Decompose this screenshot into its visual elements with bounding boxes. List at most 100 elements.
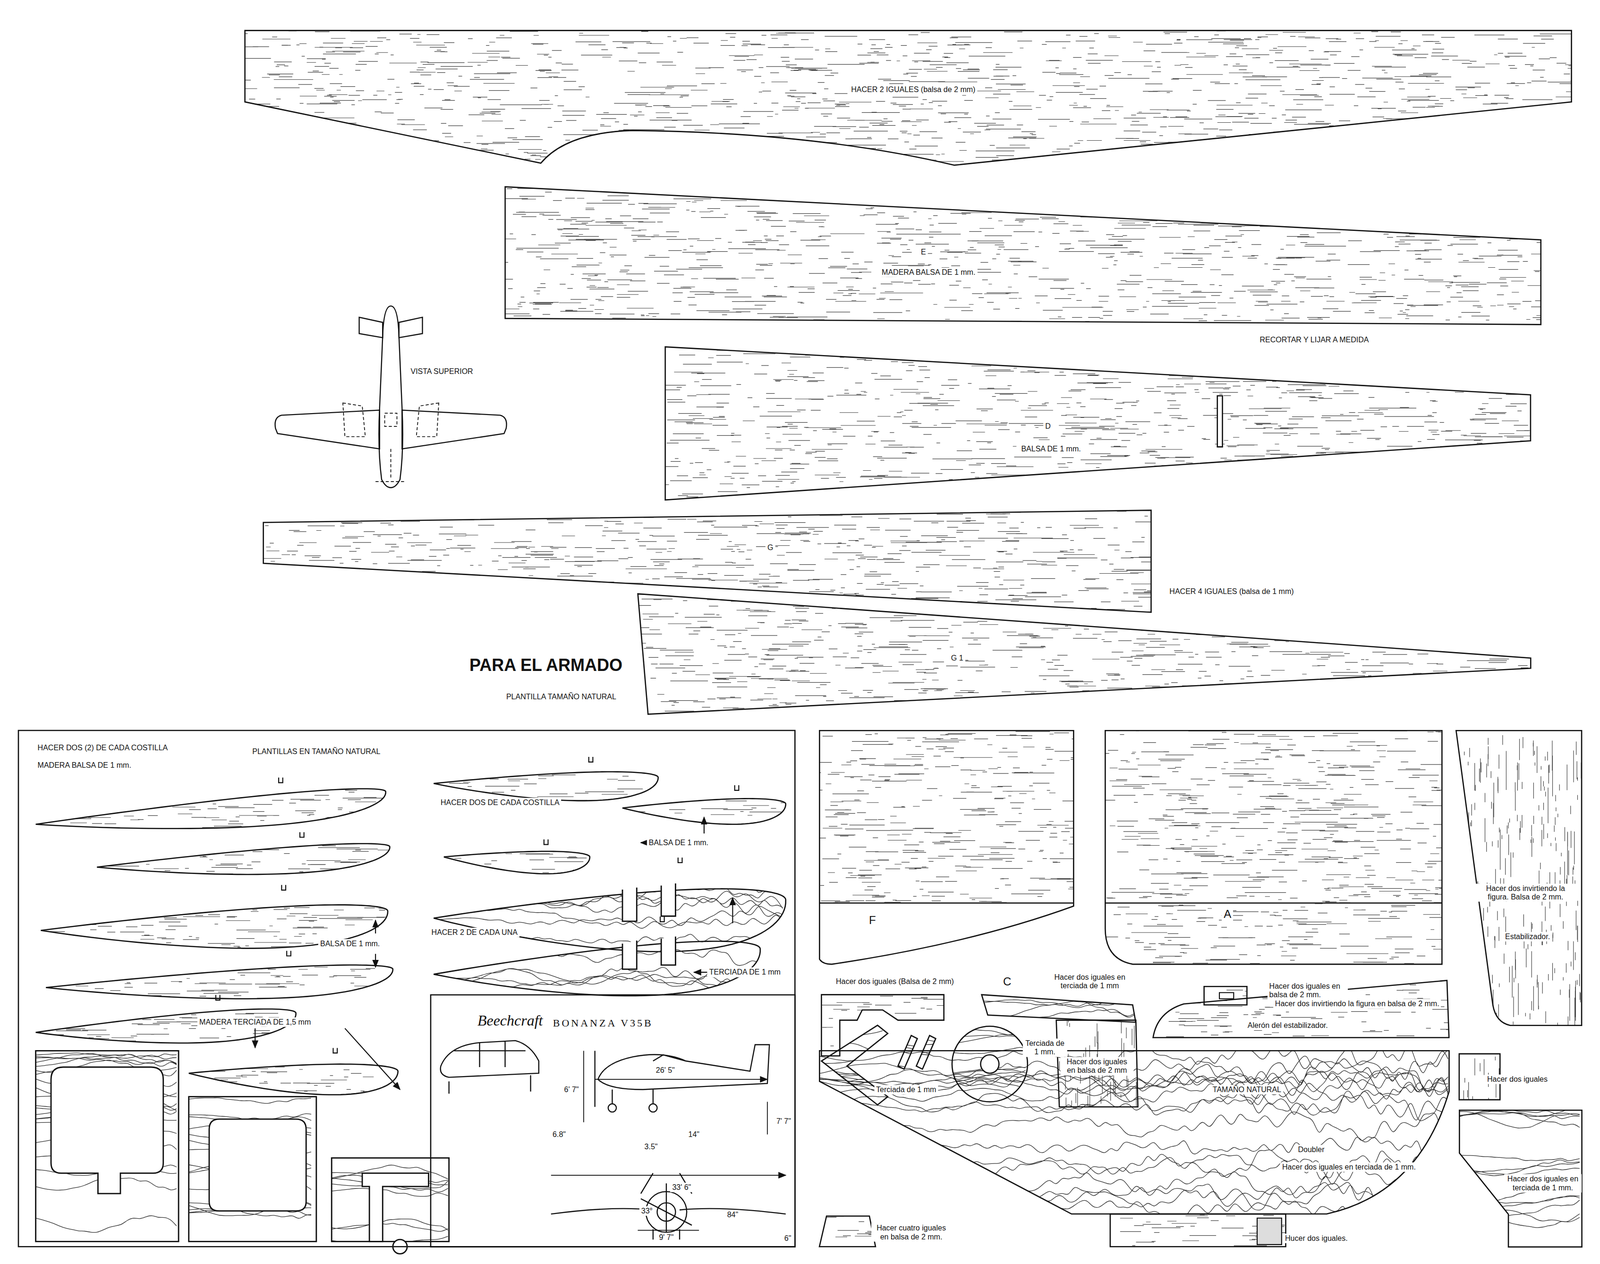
balsa-grain (1103, 728, 1468, 967)
plywood-grain (817, 1046, 1448, 1221)
part-label-wrap: HACER DOS (2) DE CADA COSTILLA (35, 743, 171, 753)
part-label: G (765, 543, 775, 553)
note-label: 84" (725, 1210, 741, 1220)
slot (1257, 1218, 1282, 1245)
plywood-grain (981, 998, 1135, 1019)
note-label: HACER 4 IGUALES (balsa de 1 mm) (1167, 587, 1296, 597)
balsa-grain (623, 779, 802, 834)
dimension-line (637, 1230, 699, 1232)
part-label: BALSA DE 1 mm. (1019, 444, 1083, 454)
note-label: 7' 7" (774, 1116, 793, 1126)
stabilizer: Hacer dos invirtiendo la figura. Balsa d… (1454, 728, 1584, 1028)
part-outline-frame (430, 995, 795, 1248)
note-label: Terciada de 1 mm. (1022, 1038, 1067, 1058)
part-label-wrap: A (1221, 907, 1234, 922)
small-part (981, 995, 1136, 1023)
balsa-grain (190, 1041, 411, 1105)
spar-slot (622, 883, 676, 922)
wing-rib (45, 965, 393, 999)
part-outline-frame (240, 26, 1576, 170)
former-cutout (51, 1067, 164, 1194)
note-label: HACER DOS DE CADA COSTILLA (438, 798, 562, 808)
balsa-grain (1463, 1056, 1499, 1122)
part-outline (819, 1051, 1449, 1215)
note-label: Hacer dos iguales en terciada de 1 mm (1049, 972, 1131, 991)
balsa-grain (817, 729, 1098, 967)
note-label-wrap: Hacer dos iguales (Balsa de 2 mm) (834, 976, 956, 987)
part-outline (1055, 1020, 1138, 1108)
fuselage-side-d: DBALSA DE 1 mm. (661, 342, 1535, 504)
spar-notch (278, 777, 283, 783)
part-outline (505, 186, 1541, 325)
note-label-wrap: TAMAÑO NATURAL (1210, 1084, 1284, 1095)
note-label: C (1001, 974, 1013, 989)
note-label: TAMAÑO NATURAL (1210, 1084, 1284, 1095)
part-label-wrap: Doubler (1295, 1145, 1327, 1155)
wing-rib (40, 904, 388, 949)
wood-grain (1120, 1215, 1311, 1247)
part-label-wrap: Alerón del estabilizador. (1245, 1020, 1330, 1030)
part-outline-frame (1103, 728, 1445, 967)
part-label-wrap: MADERA BALSA DE 1 mm. (35, 760, 134, 770)
balsa-grain (1120, 1215, 1311, 1247)
part-outline (263, 510, 1151, 613)
note-label-wrap: Hacer dos iguales en terciada de 1 mm (1049, 972, 1131, 991)
rib-template-frame: HACER DOS (2) DE CADA COSTILLA MADERA BAL… (18, 730, 795, 1247)
part-label-wrap: F (867, 913, 878, 928)
note-label-wrap: Hacer dos iguales en balsa de 2 mm. (1267, 981, 1348, 1001)
part-label: Estabilizador. (1503, 931, 1552, 942)
note-label-wrap: VISTA SUPERIOR (408, 366, 475, 376)
part-outline-frame (18, 730, 795, 1247)
note-label: Hucer dos iguales. (1283, 1234, 1350, 1244)
spar-slot (622, 936, 676, 970)
note-label: VISTA SUPERIOR (408, 366, 475, 376)
spar-notch (544, 839, 549, 845)
note-label-wrap: BALSA DE 1 mm. (646, 838, 711, 848)
plywood-grain (35, 1053, 177, 1233)
former-cutout (209, 1119, 307, 1211)
part-outline-frame (1454, 728, 1584, 1028)
wing-rib (35, 788, 386, 829)
perspective-view (440, 1040, 539, 1094)
note-label-wrap: 14" (686, 1130, 702, 1140)
note-label-wrap: Terciada de 1 mm. (1022, 1038, 1067, 1058)
note-label-wrap: HACER 4 IGUALES (balsa de 1 mm) (1167, 587, 1296, 597)
note-label-wrap: PLANTILLAS EN TAMAÑO NATURAL (250, 747, 383, 757)
note-label-wrap: Hucer dos iguales. (1283, 1234, 1350, 1244)
plywood-part: Hacer dos iguales en terciada de 1 mm. (1457, 1108, 1584, 1250)
washer-hole (980, 1055, 999, 1074)
note-label: 6" (782, 1234, 794, 1244)
side-view (595, 1044, 770, 1107)
wood-grain (41, 870, 408, 971)
small-part (916, 1035, 936, 1070)
tail-outline (359, 317, 383, 338)
note-label: PLANTILLAS EN TAMAÑO NATURAL (250, 747, 383, 757)
part-outline (1153, 980, 1450, 1038)
note-label: MADERA TERCIADA DE 1,5 mm (197, 1017, 313, 1028)
dimension-line (595, 1079, 768, 1081)
wood-grain (433, 892, 758, 1036)
part-outline-frame (259, 506, 1156, 617)
part-label: HACER 2 IGUALES (balsa de 2 mm) (849, 85, 978, 95)
wood-grain (46, 938, 409, 1019)
part-outline-frame (501, 182, 1545, 329)
balsa-grain (502, 182, 1570, 329)
part-label-wrap: G 1 (949, 653, 966, 663)
part-label: MADERA BALSA DE 1 mm. (35, 760, 134, 770)
leader-arrow (344, 1028, 400, 1090)
note-label-wrap: HACER DOS DE CADA COSTILLA (438, 798, 562, 808)
wood-grain (661, 343, 1554, 504)
reference-views (440, 1040, 786, 1241)
tail-outline (399, 317, 423, 338)
wood-grain (981, 998, 1135, 1019)
note-label-wrap: TERCIADA DE 1 mm (707, 967, 783, 978)
balsa-grain (46, 938, 409, 1019)
former (35, 1050, 179, 1242)
part-label-wrap: HACER 2 IGUALES (balsa de 2 mm) (849, 85, 978, 95)
note-label: HACER 2 DE CADA UNA (429, 927, 520, 938)
note-label: Terciada de 1 mm (874, 1084, 938, 1095)
part-label: Doubler (1295, 1145, 1327, 1155)
note-label-wrap: 33' 6" (670, 1182, 693, 1193)
